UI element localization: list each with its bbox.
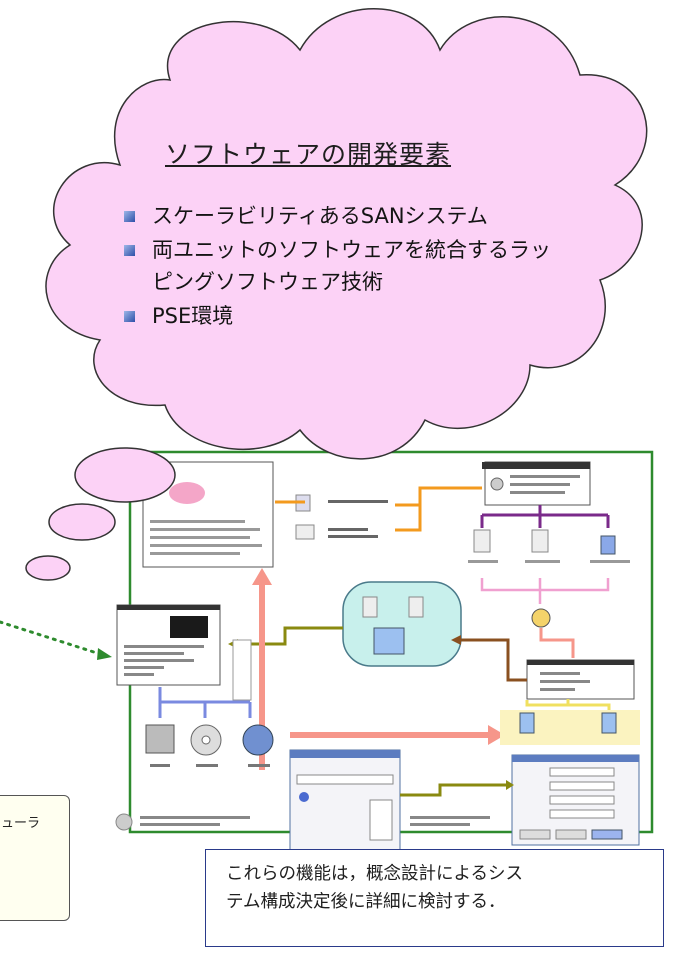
cloud-bullet-list: スケーラビリティあるSANシステム 両ユニットのソフトウェアを統合するラッピング… bbox=[120, 200, 610, 334]
camera-icon bbox=[145, 724, 175, 754]
bullet-square-icon bbox=[124, 311, 135, 322]
bottom-note-line: テム構成決定後に詳細に検討する． bbox=[226, 892, 506, 912]
bullet-square-icon bbox=[124, 211, 135, 222]
left-note-box: ューラ bbox=[0, 795, 70, 921]
document-icon bbox=[531, 529, 549, 553]
database-icon bbox=[600, 535, 616, 555]
globe-icon bbox=[242, 724, 274, 756]
list-item: 両ユニットのソフトウェアを統合するラッピングソフトウェア技術 bbox=[120, 234, 552, 298]
bullet-text: スケーラビリティあるSANシステム bbox=[152, 204, 488, 228]
cloud-title: ソフトウェアの開発要素 bbox=[165, 140, 452, 169]
monitor-icon bbox=[170, 616, 208, 638]
document-icon bbox=[408, 596, 424, 618]
info-box-right-mid bbox=[526, 659, 635, 700]
document-icon bbox=[473, 529, 491, 553]
server-icon bbox=[373, 627, 405, 655]
document-icon bbox=[519, 712, 535, 734]
document-icon bbox=[362, 596, 378, 618]
bottom-note-box: これらの機能は，概念設計によるシス テム構成決定後に詳細に検討する． bbox=[205, 849, 664, 947]
gear-icon bbox=[115, 813, 133, 831]
clock-icon bbox=[531, 608, 551, 628]
document-icon bbox=[295, 524, 315, 540]
gear-icon bbox=[490, 477, 504, 491]
pig-icon bbox=[169, 482, 205, 504]
thought-cloud bbox=[25, 8, 648, 581]
left-note-text: ューラ bbox=[1, 816, 41, 831]
pointer-arrow bbox=[0, 620, 102, 656]
bullet-text: 両ユニットのソフトウェアを統合するラッピングソフトウェア技術 bbox=[152, 238, 551, 294]
list-item: PSE環境 bbox=[120, 300, 610, 332]
bottom-note-line: これらの機能は，概念設計によるシス bbox=[226, 864, 523, 884]
bullet-text: PSE環境 bbox=[152, 304, 234, 328]
document-icon bbox=[601, 712, 617, 734]
list-item: スケーラビリティあるSANシステム bbox=[120, 200, 610, 232]
bullet-square-icon bbox=[124, 245, 135, 256]
